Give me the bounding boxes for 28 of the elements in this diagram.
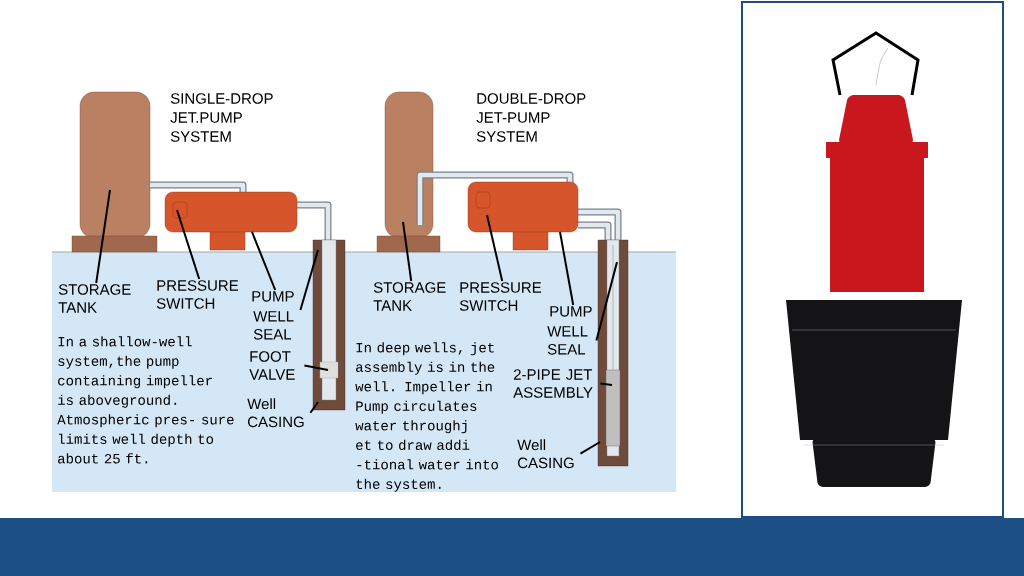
leader-line	[486, 214, 504, 282]
system-title: SINGLE-DROP JET.PUMP SYSTEM	[170, 93, 273, 142]
part-label: Well CASING	[517, 439, 574, 469]
leader-line	[599, 382, 613, 386]
part-label: Well CASING	[247, 398, 304, 428]
part-label: STORAGE TANK	[373, 282, 446, 311]
part-label: WELL SEAL	[547, 326, 588, 355]
part-label: WELL SEAL	[253, 311, 294, 340]
leader-line	[559, 231, 575, 306]
part-label: 2-PIPE JET ASSEMBLY	[513, 369, 593, 398]
leader-line	[579, 441, 601, 455]
system-title: DOUBLE-DROP JET-PUMP SYSTEM	[476, 93, 586, 142]
part-label: PUMP	[252, 291, 294, 302]
part-label: PRESSURE SWITCH	[156, 280, 239, 309]
part-label: PUMP	[550, 306, 592, 317]
description-text: In deep wells, jet assembly is in the well. Impeller in Pump circulates water throughj et to draw addi -tional water into the system.	[355, 342, 499, 492]
part-label: PRESSURE SWITCH	[459, 282, 542, 311]
leader-line	[595, 261, 618, 342]
leader-line	[251, 231, 277, 291]
leader-line	[95, 189, 111, 284]
part-label: FOOT VALVE	[249, 351, 295, 380]
leader-line	[402, 221, 413, 282]
leader-line	[299, 249, 319, 311]
description-text: In a shallow-well system,the pump containing impeller is aboveground. Atmospheric pres- sure limits well depth to about 25 ft.	[57, 336, 234, 464]
part-label: STORAGE TANK	[58, 284, 131, 313]
leader-line	[176, 209, 201, 280]
leader-line	[303, 364, 329, 371]
leader-line	[309, 401, 319, 414]
